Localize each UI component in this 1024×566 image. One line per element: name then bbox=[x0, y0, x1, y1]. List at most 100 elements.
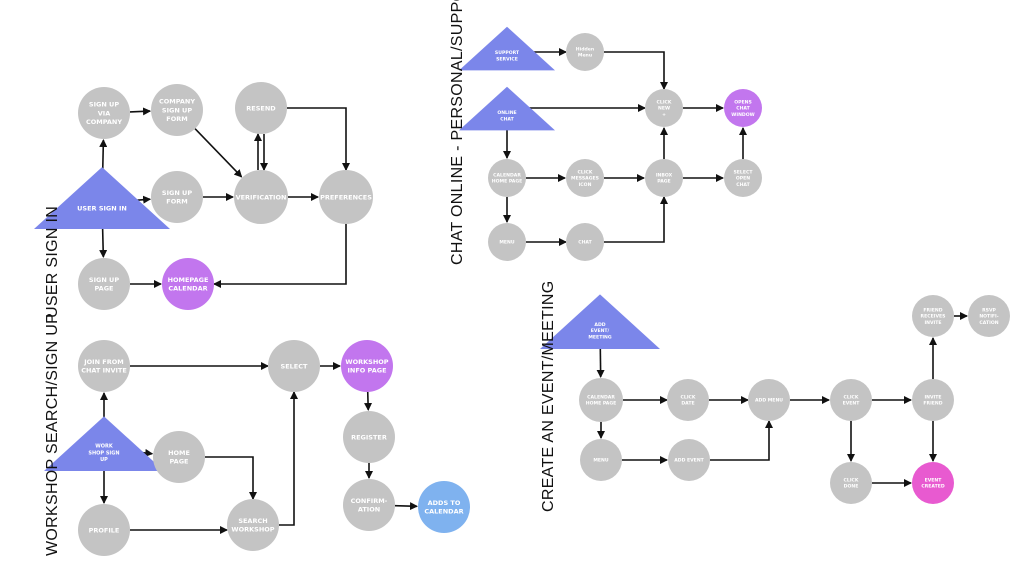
node-label-line: PAGE bbox=[657, 179, 670, 185]
node-label-line: RECEIVES bbox=[921, 314, 946, 320]
node-label-line: CLICK bbox=[681, 395, 696, 401]
node-label-line: WINDOW bbox=[731, 112, 754, 118]
node-label-line: ATION bbox=[358, 506, 380, 514]
node-verification: VERIFICATION bbox=[234, 170, 288, 224]
node-label-line: RSVP bbox=[982, 307, 996, 313]
node-chat: CHAT bbox=[566, 223, 604, 261]
node-label-line: MENU bbox=[499, 240, 515, 246]
node-triangle-shape bbox=[540, 294, 660, 349]
node-label-line: NOTIFI- bbox=[979, 314, 998, 320]
node-label-line: SELECT bbox=[733, 169, 753, 175]
node-label-line: CLICK bbox=[844, 478, 859, 484]
node-label-line: PREFERENCES bbox=[320, 193, 372, 201]
node-label-line: OPEN bbox=[736, 176, 750, 182]
node-label-line: CLICK bbox=[657, 99, 672, 105]
node-label-line: ADDS TO bbox=[428, 499, 461, 507]
node-label-line: ONLINE bbox=[497, 110, 516, 116]
edge-search-workshop-to-select-ws bbox=[279, 392, 294, 525]
node-menu-ev: MENU bbox=[580, 439, 622, 481]
node-label-line: Hidden bbox=[576, 47, 594, 53]
node-label-line: USER SIGN IN bbox=[77, 204, 127, 212]
node-label-line: VIA bbox=[98, 109, 110, 117]
node-label-line: SEARCH bbox=[238, 517, 267, 525]
node-label-line: SHOP SIGN bbox=[88, 450, 119, 456]
edge-home-page-to-search-workshop bbox=[205, 457, 253, 499]
node-label-line: CLICK bbox=[578, 169, 593, 175]
node-label-line: DONE bbox=[844, 484, 859, 490]
node-label-line: CALENDAR bbox=[168, 285, 207, 293]
section-label-workshop: WORKSHOP SEARCH/SIGN UP bbox=[44, 313, 62, 556]
node-label-line: INFO PAGE bbox=[347, 367, 386, 375]
edge-confirmation-to-adds-to-calendar bbox=[395, 506, 417, 507]
node-triangle-shape bbox=[459, 27, 555, 71]
node-label-line: HOMEPAGE bbox=[168, 276, 209, 284]
node-register: REGISTER bbox=[343, 411, 395, 463]
node-label-line: EVENT/ bbox=[591, 328, 610, 334]
edge-user-sign-in-start-to-sign-up-page bbox=[103, 228, 104, 257]
node-label-line: PAGE bbox=[170, 458, 189, 466]
node-label-line: UP bbox=[100, 457, 108, 463]
node-label-line: FRIEND bbox=[923, 401, 942, 407]
node-profile: PROFILE bbox=[78, 504, 130, 556]
node-label-line: CALENDAR bbox=[493, 173, 521, 179]
node-label-line: + bbox=[662, 112, 666, 118]
node-label-line: WORKSHOP bbox=[231, 526, 274, 534]
node-label-line: HOME PAGE bbox=[492, 179, 522, 185]
node-label-line: CHAT bbox=[736, 182, 750, 188]
node-label-line: SIGN UP bbox=[162, 106, 192, 114]
node-label-line: ADD MENU bbox=[755, 398, 783, 404]
node-label-line: SIGN UP bbox=[162, 189, 192, 197]
node-label-line: FORM bbox=[166, 115, 187, 123]
section-label-event: CREATE AN EVENT/MEETING bbox=[540, 280, 558, 512]
node-label-line: EVENT bbox=[925, 478, 943, 484]
section-label-chat: CHAT ONLINE - PERSONAL/SUPPORT bbox=[449, 0, 467, 265]
node-label-line: CREATED bbox=[921, 484, 945, 490]
edge-chat-to-inbox-page bbox=[604, 197, 664, 242]
edge-company-sign-up-form-to-verification bbox=[195, 129, 241, 177]
node-label-line: SIGN UP bbox=[89, 276, 119, 284]
node-confirmation: CONFIRM-ATION bbox=[343, 479, 395, 531]
edge-add-event-to-add-menu bbox=[710, 421, 769, 460]
node-label-line: SIGN UP bbox=[89, 101, 119, 109]
node-label-line: CLICK bbox=[844, 395, 859, 401]
node-label-line: DATE bbox=[681, 401, 694, 407]
node-label-line: JOIN FROM bbox=[83, 358, 124, 366]
node-preferences: PREFERENCES bbox=[319, 170, 373, 224]
node-label-line: ICON bbox=[579, 182, 592, 188]
edge-resend-to-preferences bbox=[287, 108, 346, 170]
node-label-line: CHAT bbox=[500, 116, 514, 122]
node-label-line: NEW bbox=[658, 106, 670, 112]
node-label-line: Menu bbox=[578, 53, 592, 59]
node-label-line: PAGE bbox=[95, 285, 114, 293]
node-select-ws: SELECT bbox=[268, 340, 320, 392]
node-label-line: MESSAGES bbox=[571, 176, 599, 182]
edge-hidden-menu-to-click-new bbox=[604, 52, 664, 89]
node-label-line: CHAT INVITE bbox=[81, 367, 127, 375]
node-label-line: ADD EVENT bbox=[674, 458, 704, 464]
node-label-line: RESEND bbox=[246, 104, 276, 112]
node-label-line: INVITE bbox=[924, 395, 941, 401]
node-label-line: REGISTER bbox=[351, 433, 387, 441]
node-label-line: FRIEND bbox=[923, 307, 942, 313]
node-label-line: ADD bbox=[594, 322, 605, 328]
